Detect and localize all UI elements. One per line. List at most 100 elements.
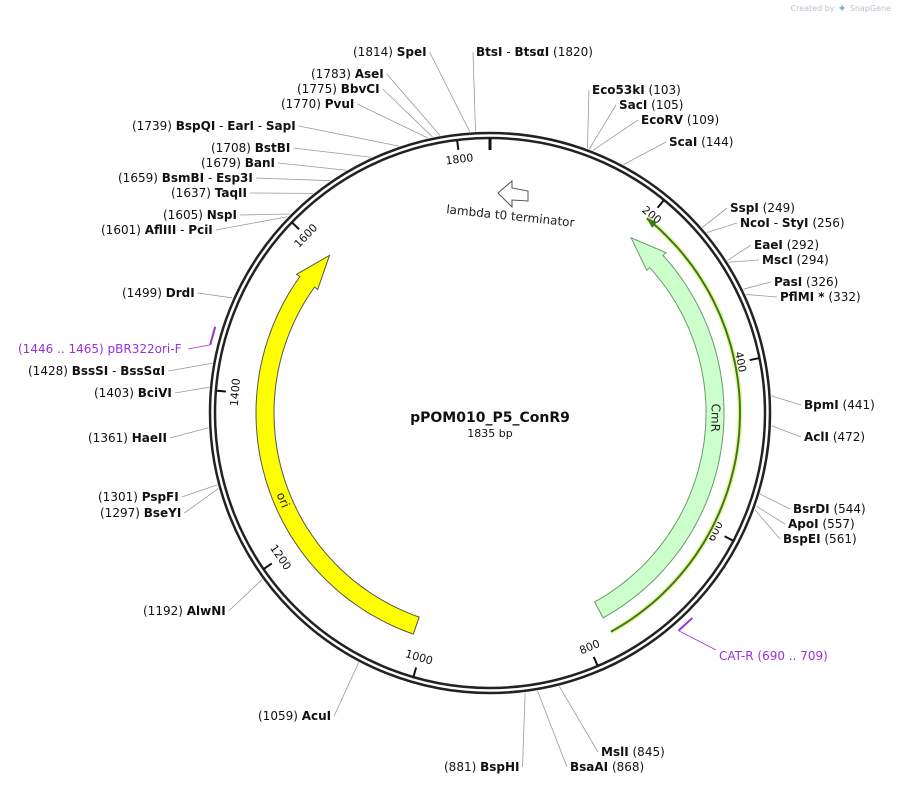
site-label-btsi: BtsI - BtsαI (1820) [476,45,593,59]
site-position: (292) [787,238,819,252]
primer-label: (1446 .. 1465) pBR322ori-F [18,342,182,356]
separator: - [770,216,782,230]
site-label-spei: (1814) SpeI [353,45,427,59]
site-label-text: BpmI (441) [804,398,875,412]
site-enzyme-name-3: SapI [266,119,296,133]
site-leader-line [706,222,738,233]
site-leader-line [522,692,526,768]
site-enzyme-name: NcoI [740,216,770,230]
site-leader-line [745,294,778,298]
site-label-drdi: (1499) DrdI [122,286,195,300]
primer-leader [678,630,717,651]
site-label-text: (1403) BciVI [94,386,172,400]
site-enzyme-name: BseYI [144,506,182,520]
site-enzyme-name: SspI [730,201,759,215]
site-leader-line [169,427,209,439]
site-leader-line [592,119,639,151]
site-enzyme-name: BsaAI [570,760,608,774]
snapgene-logo-icon: ✦ [837,2,847,15]
site-enzyme-name: TaqII [215,186,247,200]
site-label-bseyi: (1297) BseYI [100,506,181,520]
primer-leader [187,344,211,350]
site-leader-lines [167,51,802,768]
site-enzyme-name: BanI [245,156,275,170]
site-label-pspfi: (1301) PspFI [98,490,179,504]
site-label-text: (1637) TaqII [171,186,247,200]
site-label-text: BspEI (561) [783,532,857,546]
site-position: (1605) [163,208,203,222]
site-label-bbvci: (1775) BbvCI [297,82,380,96]
site-label-text: (1361) HaeII [88,431,167,445]
site-enzyme-name: PspFI [142,490,179,504]
site-enzyme-name: BspHI [480,760,519,774]
site-position: (103) [649,83,681,97]
site-leader-line [728,259,760,263]
site-enzyme-name: PasI [774,275,802,289]
site-enzyme-name-2: PciI [188,223,213,237]
site-leader-line [277,162,347,171]
site-enzyme-name: AcuI [302,709,331,723]
site-position: (332) [828,290,860,304]
site-enzyme-name: EcoRV [641,113,684,127]
site-enzyme-name-2: BssSαI [120,364,165,378]
site-label-msli: MslI (845) [601,745,665,759]
site-position: (249) [763,201,795,215]
backbone-outer-strand [208,131,772,695]
site-label-ncoi: NcoI - StyI (256) [740,216,845,230]
site-position: (472) [833,430,865,444]
site-leader-line [382,88,433,138]
site-label-text: SspI (249) [730,201,795,215]
tick-mark [291,221,300,230]
site-enzyme-name-2: BtsαI [514,45,549,59]
site-leader-line [386,73,441,136]
site-label-bpmi: BpmI (441) [804,398,875,412]
site-label-text: ScaI (144) [669,135,733,149]
site-label-alwni: (1192) AlwNI [143,604,226,618]
site-leader-line [587,89,590,149]
site-enzyme-name-2: StyI [782,216,809,230]
site-leader-line [623,141,667,165]
site-position: (1192) [143,604,183,618]
site-position: (557) [822,517,854,531]
site-leader-line [588,104,617,150]
snapgene-branding: Created by ✦ SnapGene [791,2,891,15]
site-enzyme-name: BspQI [176,119,216,133]
site-label-text: (1739) BspQI - EarI - SapI [132,119,296,133]
site-label-text: AclI (472) [804,430,865,444]
site-enzyme-name: BsrDI [793,502,830,516]
site-leader-line [181,484,218,498]
site-leader-line [702,207,728,228]
site-position: (1601) [101,223,141,237]
site-label-saci: SacI (105) [619,98,683,112]
site-enzyme-name: BspEI [783,532,821,546]
site-position: (294) [797,253,829,267]
site-position: (1428) [28,364,68,378]
site-label-text: (1301) PspFI [98,490,179,504]
primer-range: (690 .. 709) [757,649,827,663]
site-label-text: BsrDI (544) [793,502,866,516]
site-label-text: (1783) AseI [311,67,384,81]
primer-label: CAT-R (690 .. 709) [719,649,828,663]
primer-cat-r: CAT-R (690 .. 709) [677,617,828,663]
site-label-pvui: (1770) PvuI [281,97,354,111]
site-label-taqii: (1637) TaqII [171,186,247,200]
separator: - [176,223,188,237]
site-label-sspi: SspI (249) [730,201,795,215]
site-label-nspi: (1605) NspI [163,208,237,222]
site-label-msci: MscI (294) [762,253,829,267]
site-label-text: (1814) SpeI [353,45,427,59]
tick-mark [412,667,418,678]
site-leader-line [228,579,263,612]
tick-label: 1000 [404,647,435,667]
primer-name: CAT-R [719,649,754,663]
site-leader-line [239,213,291,216]
tick-label: 1800 [445,151,474,167]
site-leader-line [759,493,791,510]
site-position: (105) [651,98,683,112]
site-label-bspqi: (1739) BspQI - EarI - SapI [132,119,296,133]
tick-mark [456,139,460,151]
site-position: (881) [444,760,476,774]
site-enzyme-name: PflMI * [780,290,825,304]
